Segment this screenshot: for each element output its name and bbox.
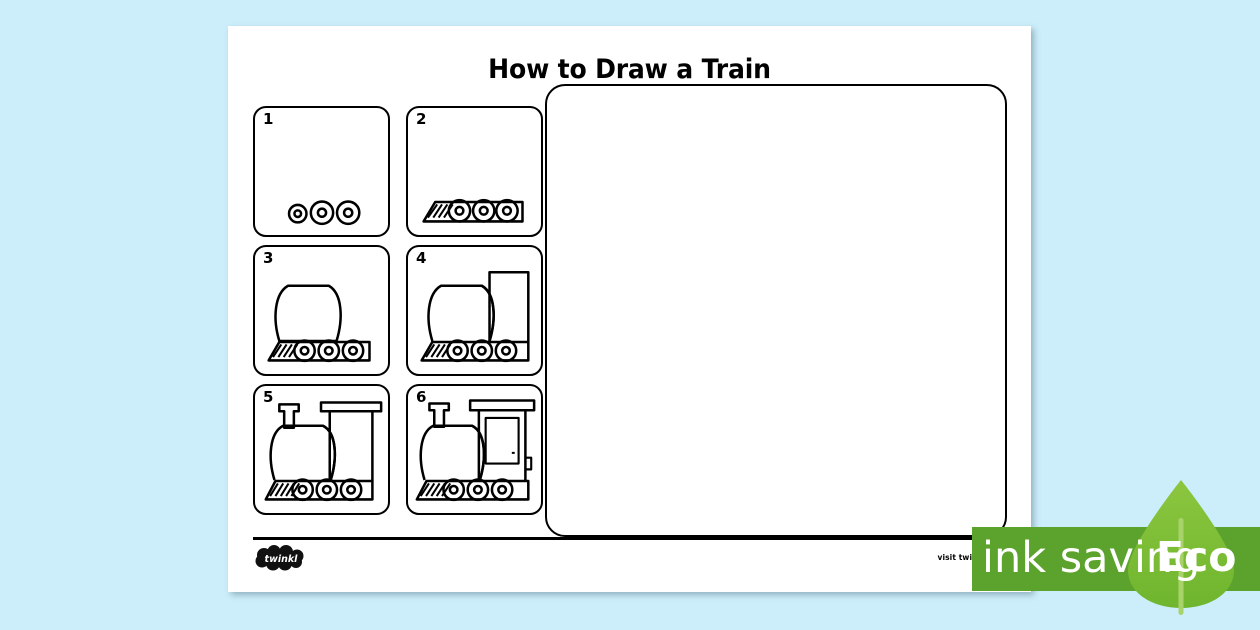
step-box-6: 6 xyxy=(406,384,543,515)
worksheet-page: How to Draw a Train 1 xyxy=(228,26,1031,592)
train-step-wheels-illustration xyxy=(255,108,388,235)
train-step-window-details-illustration xyxy=(408,386,541,513)
drawing-area[interactable] xyxy=(545,84,1007,537)
svg-text:twinkl: twinkl xyxy=(265,554,299,565)
train-step-cab-illustration xyxy=(408,247,541,374)
step-number: 3 xyxy=(263,249,274,267)
eco-badge-eco-text: Eco xyxy=(1156,533,1236,581)
train-step-chassis-illustration xyxy=(408,108,541,235)
step-number: 1 xyxy=(263,110,274,128)
step-grid: 1 2 xyxy=(253,106,543,538)
train-step-chimney-roof-illustration xyxy=(255,386,388,513)
train-step-boiler-illustration xyxy=(255,247,388,374)
step-number: 4 xyxy=(416,249,427,267)
step-box-5: 5 xyxy=(253,384,390,515)
footer-divider xyxy=(253,537,1006,540)
twinkl-logo: twinkl xyxy=(253,545,309,571)
step-box-3: 3 xyxy=(253,245,390,376)
step-number: 2 xyxy=(416,110,427,128)
step-box-1: 1 xyxy=(253,106,390,237)
page-title: How to Draw a Train xyxy=(488,54,771,85)
step-box-4: 4 xyxy=(406,245,543,376)
step-number: 5 xyxy=(263,388,274,406)
step-box-2: 2 xyxy=(406,106,543,237)
visit-url-text: visit twinkl.com xyxy=(937,553,1006,562)
step-number: 6 xyxy=(416,388,427,406)
